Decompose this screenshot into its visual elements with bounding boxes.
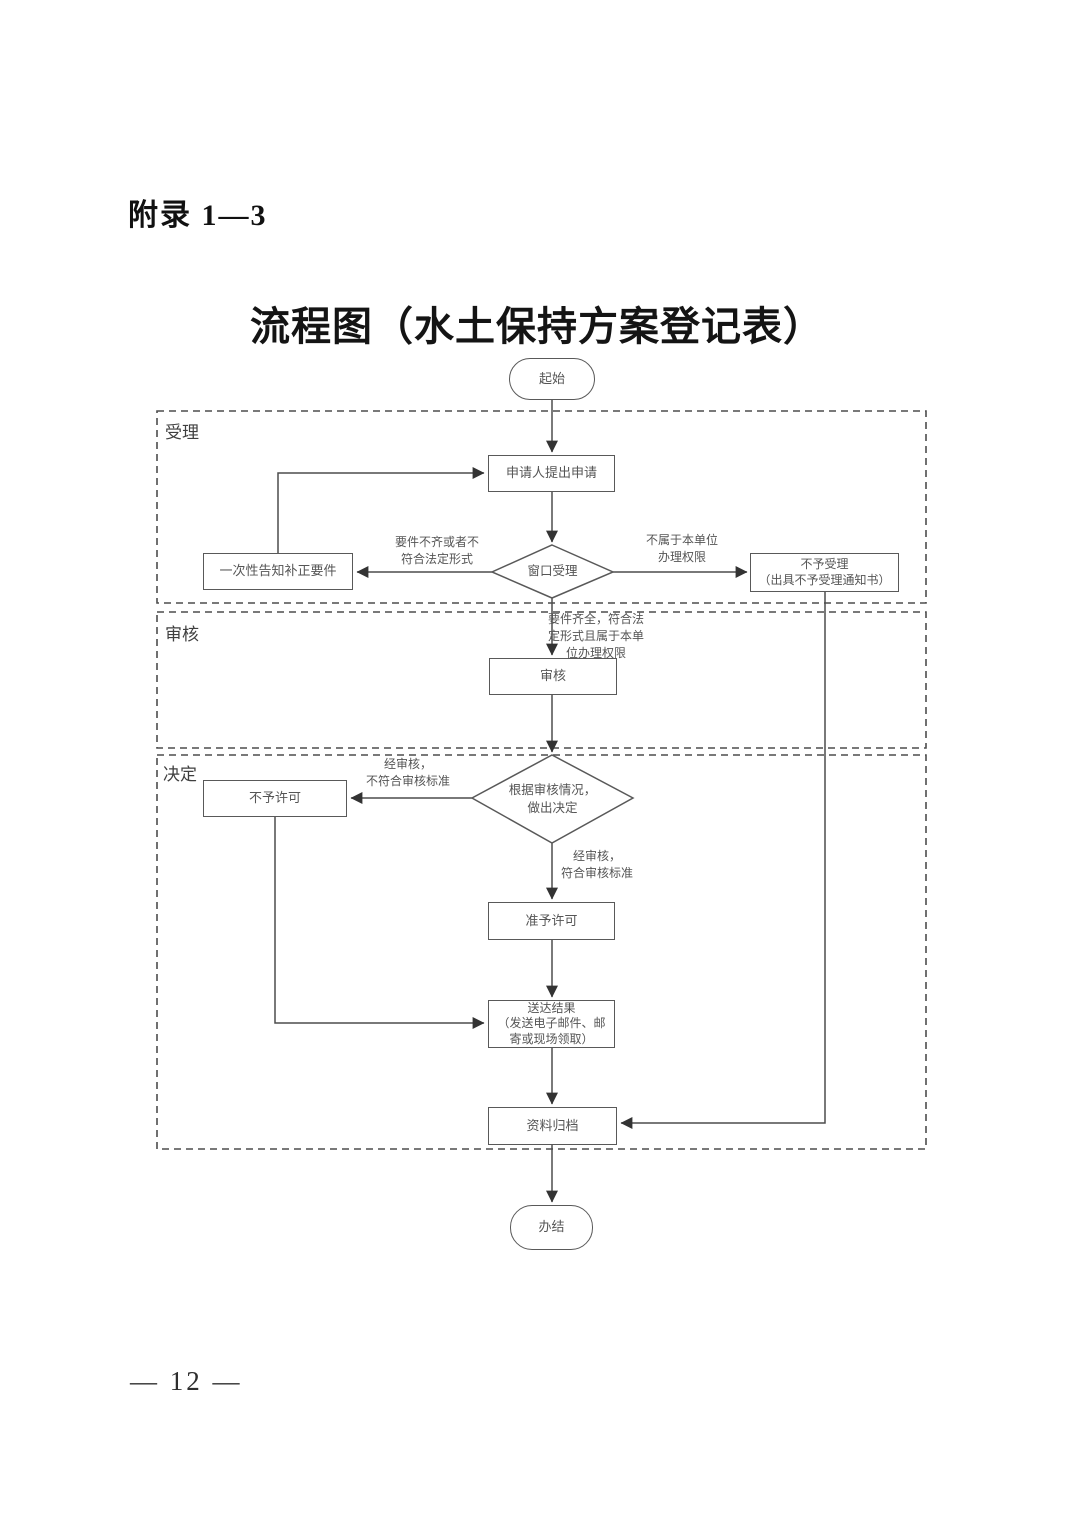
node-end: 办结 bbox=[510, 1205, 593, 1250]
edge-deny-to-deliver bbox=[274, 817, 485, 1029]
edge-label-complete: 要件齐全，符合法 定形式且属于本单 位办理权限 bbox=[547, 612, 644, 660]
node-deliver: 送达结果 （发送电子邮件、邮 寄或现场领取） bbox=[488, 1000, 615, 1048]
section-frame-decide bbox=[156, 754, 927, 1150]
edge-label-not-authority: 不属于本单位 办理权限 bbox=[645, 533, 718, 564]
diamond-window-review bbox=[490, 544, 615, 599]
appendix-label: 附录 1—3 bbox=[128, 199, 268, 232]
section-label-decide: 决定 bbox=[163, 765, 197, 784]
node-reject: 不予受理 （出具不予受理通知书） bbox=[750, 553, 899, 592]
diamond-window-review-label: 窗口受理 bbox=[527, 564, 578, 579]
section-label-accept: 受理 bbox=[165, 423, 199, 442]
node-grant: 准予许可 bbox=[488, 902, 615, 940]
page-title: 流程图（水土保持方案登记表） bbox=[250, 304, 824, 349]
edge-label-fail-review: 经审核， 不符合审核标准 bbox=[365, 757, 450, 788]
node-apply: 申请人提出申请 bbox=[488, 455, 615, 492]
node-start: 起始 bbox=[509, 358, 595, 400]
section-label-review: 审核 bbox=[165, 625, 199, 644]
diamond-decision-label: 根据审核情况， 做出决定 bbox=[508, 782, 597, 815]
edge-label-incomplete: 要件不齐或者不 符合法定形式 bbox=[394, 535, 479, 566]
page-number: — 12 — bbox=[130, 1366, 243, 1396]
node-archive: 资料归档 bbox=[488, 1107, 617, 1145]
node-notify-correction: 一次性告知补正要件 bbox=[203, 553, 353, 590]
section-frame-review bbox=[156, 611, 927, 749]
edge-label-pass-review: 经审核， 符合审核标准 bbox=[560, 849, 633, 880]
section-frame-accept bbox=[156, 410, 927, 604]
edge-reject-to-archive bbox=[620, 592, 826, 1129]
diamond-decision bbox=[470, 754, 635, 844]
node-deny: 不予许可 bbox=[203, 780, 347, 817]
node-review: 审核 bbox=[489, 658, 617, 695]
edge-notify-to-apply bbox=[277, 467, 485, 553]
